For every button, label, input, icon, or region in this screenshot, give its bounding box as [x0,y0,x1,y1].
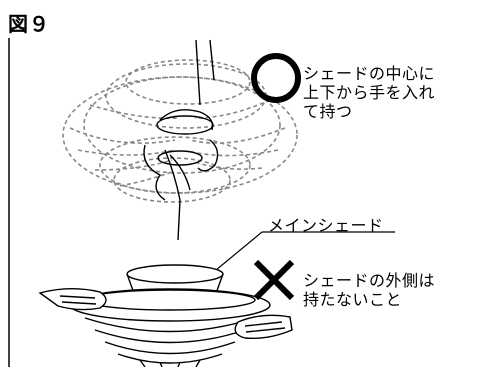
hands-holding-center [143,39,219,241]
figure-label: 図９ [8,12,50,36]
correct-handling-note: シェードの中心に 上下から手を入れ て持つ [303,64,436,121]
circle-mark-icon [251,53,301,103]
shade-wrong-illustration [69,264,271,367]
wrong-handling-note: シェードの外側は 持たないこと [303,271,436,309]
leader-line [209,231,263,276]
hands-holding-outside [38,288,293,340]
cross-mark-icon [253,259,295,301]
main-shade-label: メインシェード [268,216,384,235]
shade-correct-illustration [62,59,298,203]
